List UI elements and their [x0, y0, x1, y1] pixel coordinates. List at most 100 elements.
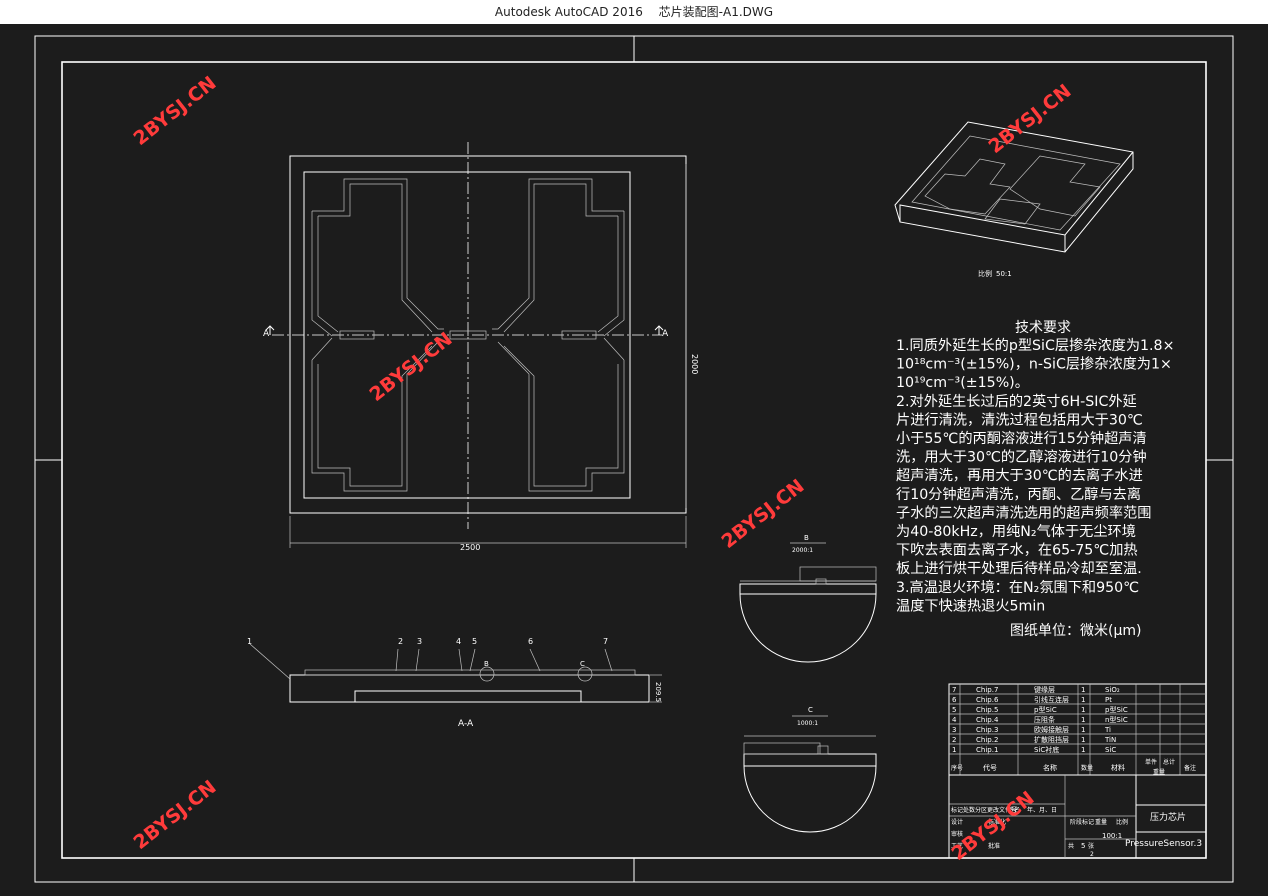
leader-1: 1 [247, 637, 252, 646]
section-mark-left: A [263, 329, 270, 339]
bom-h-name: 名称 [1043, 763, 1057, 772]
bom-no: 6 [952, 696, 957, 704]
title-block-label: 年、月、日 [1027, 806, 1057, 814]
bom-h-unit: 单件 [1145, 758, 1157, 766]
bom-no: 5 [952, 706, 956, 714]
bom-name: p型SiC [1034, 705, 1057, 714]
bom-h-code: 代号 [983, 763, 997, 772]
tb-sheet-no: 2 [1090, 851, 1094, 858]
bom-qty: 1 [1081, 706, 1085, 714]
section-title: A-A [458, 719, 474, 729]
tb-scale: 100:1 [1102, 832, 1122, 840]
title-block-label: 工艺 [951, 842, 963, 850]
tb-sheets-label: 共 [1068, 842, 1074, 850]
bom-no: 1 [952, 746, 956, 754]
document-title: 芯片装配图-A1.DWG [658, 5, 774, 19]
bom-h-no: 序号 [951, 764, 963, 772]
title-block-label: 设计 [951, 818, 963, 826]
detail-c-mark: C [808, 706, 813, 714]
bom-row[interactable]: 3 Chip.3 欧姆接触层 1 Ti [952, 725, 1111, 734]
bom-qty: 1 [1081, 736, 1085, 744]
bom-material: SiC [1105, 746, 1116, 754]
title-block-label: 批准 [988, 842, 1000, 850]
tech-req-line: 超声清洗，再用大于30℃的去离子水进 [896, 467, 1143, 484]
watermark-mid-right: 2BYSJ.CN [718, 475, 809, 553]
bom-code: Chip.7 [976, 686, 998, 694]
bom-qty: 1 [1081, 726, 1085, 734]
title-block-label: 分区 [975, 806, 987, 814]
title-block-label: 签名 [1008, 806, 1020, 814]
bom-name: SiC衬底 [1034, 745, 1059, 754]
app-title: Autodesk AutoCAD 2016 [494, 5, 643, 19]
thickness-dim: 209.5 [654, 682, 662, 702]
tech-req-line: 行10分钟超声清洗，丙酮、乙醇与去离 [896, 486, 1141, 503]
section-mark-right: A [662, 329, 669, 339]
title-block-label: 比例 [1116, 818, 1128, 826]
bom-h-remark: 备注 [1184, 764, 1196, 772]
tech-req-line: 为40-80kHz，用纯N₂气体于无尘环境 [896, 523, 1136, 540]
tb-sheets-value: 5 [1081, 842, 1085, 850]
tech-req-line: 10¹⁹cm⁻³(±15%)。 [896, 375, 1029, 391]
watermark-bottom-right: 2BYSJ.CN [948, 787, 1039, 865]
title-block-label: 阶段标记 [1070, 818, 1094, 826]
title-block[interactable]: 压力芯片 PressureSensor.3 100:1 共 5 张 2 标记处数… [948, 774, 1207, 859]
watermark-top-right: 2BYSJ.CN [985, 80, 1076, 158]
tb-sheet-label: 张 [1088, 842, 1094, 850]
bom-qty: 1 [1081, 716, 1085, 724]
bom-no: 3 [952, 726, 956, 734]
plan-view[interactable]: A A 2500 2000 [263, 142, 699, 552]
tech-req-line: 小于55℃的丙酮溶液进行15分钟超声清 [896, 430, 1147, 447]
bom-name: 欧姆接触层 [1034, 725, 1069, 734]
tech-req-line: 下吹去表面去离子水，在65-75℃加热 [896, 542, 1138, 559]
detail-b-view[interactable]: B 2000:1 [739, 534, 877, 663]
bom-material: Ti [1104, 726, 1111, 734]
bom-material: SiO₂ [1105, 686, 1120, 694]
bom-h-material: 材料 [1111, 763, 1125, 772]
leader-5: 5 [472, 637, 477, 646]
leader-6: 6 [528, 637, 533, 646]
isometric-view[interactable]: 比例 50:1 [894, 121, 1134, 278]
detail-c-view[interactable]: C 1000:1 [743, 706, 877, 833]
bom-name: 键缘层 [1034, 685, 1055, 694]
bom-code: Chip.3 [976, 726, 998, 734]
detail-mark-c: C [580, 660, 585, 668]
dim-height: 2000 [690, 354, 699, 374]
leader-2: 2 [398, 637, 403, 646]
bom-no: 2 [952, 736, 956, 744]
leader-4: 4 [456, 637, 461, 646]
bom-name: 扩散阻挡层 [1034, 735, 1069, 744]
section-view[interactable]: 1 2 3 4 5 6 7 B C 209.5 A-A [247, 637, 662, 729]
drawing-sheet: A A 2500 2000 1 2 3 4 5 6 7 B C 209.5 A [34, 35, 1234, 883]
part-name: 压力芯片 [1150, 811, 1186, 823]
bom-material: n型SiC [1105, 715, 1128, 724]
watermark-bottom-left: 2BYSJ.CN [130, 776, 221, 854]
tech-req-line: 温度下快速热退火5min [896, 598, 1045, 614]
iso-scale-value: 50:1 [996, 270, 1012, 278]
tech-req-line: 10¹⁸cm⁻³(±15%)，n-SiC层掺杂浓度为1× [896, 356, 1172, 373]
title-block-label: 标记 [951, 806, 963, 814]
bom-row[interactable]: 4 Chip.4 压阻条 1 n型SiC [952, 715, 1128, 724]
tech-req-line: 子水的三次超声清洗选用的超声频率范围 [896, 504, 1151, 521]
watermark-center: 2BYSJ.CN [366, 328, 457, 406]
bom-no: 4 [952, 716, 957, 724]
detail-mark-b: B [484, 660, 489, 668]
iso-scale-label: 比例 [978, 269, 992, 278]
tech-req-line: 3.高温退火环境：在N₂氛围下和950℃ [896, 579, 1139, 596]
bom-code: Chip.4 [976, 716, 999, 724]
bom-name: 引线互连层 [1034, 695, 1069, 704]
leader-3: 3 [417, 637, 422, 646]
title-block-label: 处数 [963, 806, 975, 814]
bom-code: Chip.5 [976, 706, 998, 714]
title-block-label: 标准化 [988, 818, 1006, 826]
bom-name: 压阻条 [1034, 715, 1055, 724]
bom-no: 7 [952, 686, 956, 694]
detail-b-mark: B [804, 534, 809, 542]
drawing-canvas[interactable]: A A 2500 2000 1 2 3 4 5 6 7 B C 209.5 A [0, 24, 1268, 896]
dim-width: 2500 [460, 543, 480, 552]
